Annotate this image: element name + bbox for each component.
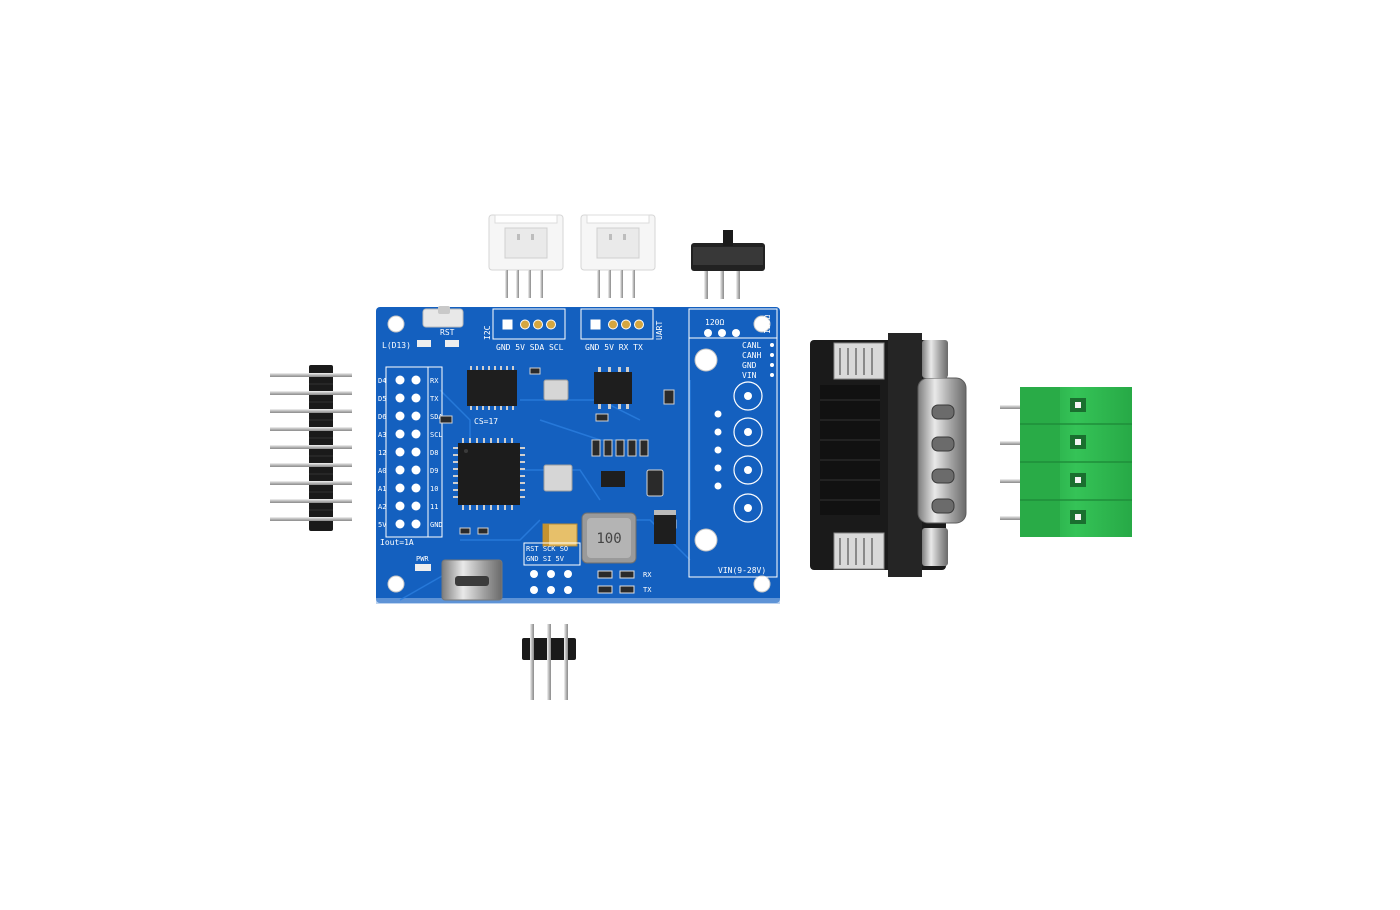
icsp-bottom-label: GND SI 5V: [526, 555, 565, 563]
db9-connector: [810, 333, 967, 577]
inductor-label: 100: [596, 531, 621, 547]
can-transceiver-chip: [594, 367, 632, 409]
led-label: L(D13): [382, 341, 411, 350]
vin-label: VIN(9-28V): [718, 566, 766, 575]
jst-connector-left: [488, 214, 564, 298]
right-pin-label: 11: [430, 503, 438, 511]
right-pin-label: TX: [430, 395, 439, 403]
left-pin-label: D6: [378, 413, 386, 421]
left-pin-label: A1: [378, 485, 386, 493]
left-pin-label: A3: [378, 431, 386, 439]
bottom-pin-header: [522, 624, 576, 700]
i2c-label: I2C: [483, 325, 492, 340]
micro-usb-port: [441, 559, 503, 601]
left-pin-label: D4: [378, 377, 386, 385]
power-inductor: 100: [581, 512, 637, 564]
uart-label: UART: [655, 321, 664, 340]
resistor-label-vertical: 120Ω: [763, 315, 772, 334]
left-pin-header: [270, 365, 352, 531]
right-pin-label: RX: [430, 377, 439, 385]
can-controller-chip: [467, 366, 517, 410]
right-pin-label: D8: [430, 449, 438, 457]
right-pin-label: 10: [430, 485, 438, 493]
current-label: Iout=1A: [380, 538, 414, 547]
right-pin-label: D9: [430, 467, 438, 475]
can-pin-label: GND: [742, 361, 757, 370]
left-pin-label: D5: [378, 395, 386, 403]
can-pin-label: VIN: [742, 371, 757, 380]
cs-label: CS=17: [474, 417, 498, 426]
left-pin-label: A0: [378, 467, 386, 475]
i2c-pins-label: GND 5V SDA SCL: [496, 343, 564, 352]
right-pin-label: SDA: [430, 413, 443, 421]
left-pin-label: A2: [378, 503, 386, 511]
can-pin-label: CANL: [742, 341, 761, 350]
left-pin-label: 12: [378, 449, 386, 457]
right-pin-label: GND: [430, 521, 443, 529]
icsp-top-label: RST SCK SO: [526, 545, 568, 553]
slide-switch: [691, 230, 765, 299]
jst-connector-right: [580, 214, 656, 298]
left-pin-label: 5V: [378, 521, 387, 529]
right-pin-label: SCL: [430, 431, 443, 439]
uart-pins-label: GND 5V RX TX: [585, 343, 643, 352]
power-label: PWR: [416, 555, 429, 563]
microcontroller-chip: [453, 438, 525, 510]
can-bus-board: RST L(D13) I2C GND 5V SDA SCL UART GND 5…: [376, 306, 780, 604]
screw-terminal-block: [1000, 387, 1132, 537]
resistor-label: 120Ω: [705, 318, 724, 327]
tx-label: TX: [643, 586, 652, 594]
can-pin-label: CANH: [742, 351, 761, 360]
rx-label: RX: [643, 571, 652, 579]
reset-label: RST: [440, 328, 455, 337]
